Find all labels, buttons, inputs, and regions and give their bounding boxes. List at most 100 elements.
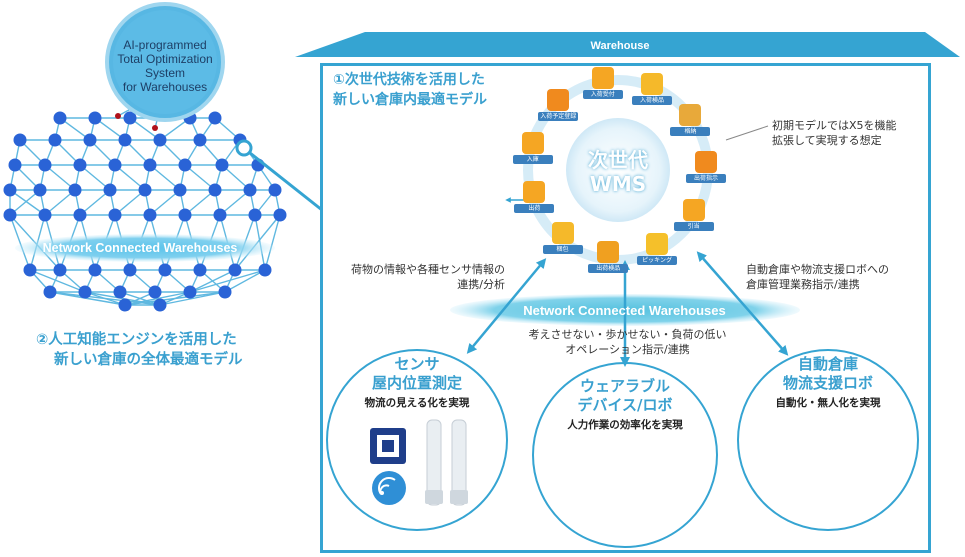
wms-title: 次世代 WMS [578,148,658,196]
network-node [53,111,67,125]
network-node [83,133,97,147]
network-node [215,158,229,172]
network-node [208,183,222,197]
network-node [78,285,92,299]
network-edge [79,189,111,216]
network-edge [189,269,236,293]
network-node [38,208,52,222]
network-node [218,285,232,299]
wms-step-icon [551,222,574,245]
model-1-line-1: ①次世代技術を活用した [333,72,485,88]
wms-step-label: ピッキング [637,255,678,265]
ai-system-label: AI-programmed Total Optimization System … [110,38,220,94]
network-edge [29,269,86,293]
network-node [108,158,122,172]
note-left-line-1: 荷物の情報や各種センサ情報の [351,263,505,276]
arrow-auto [696,251,789,356]
network-oval-left [15,234,275,262]
wms-step-icon [646,232,669,255]
wms-title-line-1: 次世代 [588,148,648,172]
note-top-right-line-2: 拡張して実現する想定 [772,134,882,147]
network-node [38,158,52,172]
network-node [118,133,132,147]
wms-step-icon [682,199,705,222]
wms-step: 出荷検品 [588,241,629,274]
wearable-title-line-1: ウェアラブル [579,377,670,395]
sensor-title-line-2: 屋内位置測定 [371,374,462,392]
wms-step-icon [694,151,717,174]
network-node [113,285,127,299]
note-left-line-2: 連携/分析 [457,278,505,291]
network-node [68,183,82,197]
sensor-title-line-1: センサ [394,355,440,373]
arrow-sensor [466,258,547,354]
wms-step: 梱包 [542,222,583,255]
network-node [23,263,37,277]
network-edge [224,269,266,293]
wms-step-label: 入庫 [512,154,553,164]
network-node [108,208,122,222]
ai-link-node [115,113,121,119]
note-right-line-1: 自動倉庫や物流支援ロボへの [746,263,889,276]
model-1-line-2: 新しい倉庫内最適モデル [333,92,487,108]
network-edge [184,164,216,191]
wms-step-icon [521,131,544,154]
network-node [193,263,207,277]
network-node [143,158,157,172]
network-node [153,298,167,312]
wms-step-label: 格納 [670,127,711,137]
wms-step-icon [547,89,570,112]
network-node [228,263,242,277]
wms-step-icon [597,241,620,264]
network-edge [44,164,76,191]
wms-step: 出荷指示 [685,151,726,184]
network-node [178,158,192,172]
note-top-right: 初期モデルではX5を機能 拡張して実現する想定 [772,118,897,148]
ai-line-4: for Warehouses [122,80,208,94]
ai-line-2: Total Optimization [117,52,213,66]
wms-step-label: 出荷検品 [588,264,629,274]
model-1-title: ①次世代技術を活用した 新しい倉庫内最適モデル [333,70,533,110]
network-node [73,158,87,172]
network-node [123,111,137,125]
network-node [173,183,187,197]
network-node [138,183,152,197]
network-label-left: Network Connected Warehouses [42,241,238,255]
wms-step: 入庫 [512,131,553,164]
wms-step-label: 入荷予定登録 [538,112,579,122]
wms-step-label: 引当 [673,222,714,232]
wms-step-icon [640,72,663,95]
network-edge [159,291,226,306]
network-edge [124,291,191,306]
network-node [13,133,27,147]
model-2-line-2: 新しい倉庫の全体最適モデル [54,352,243,368]
wms-step-label: 梱包 [542,245,583,255]
auto-title: 自動倉庫 物流支援ロボ [768,355,888,393]
note-right: 自動倉庫や物流支援ロボへの 倉庫管理業務指示/連携 [746,262,889,292]
ai-system-circle-inner [113,10,217,114]
network-node [53,263,67,277]
wms-step: 入荷受付 [582,67,623,100]
network-node [158,263,172,277]
network-node [33,183,47,197]
wms-step: 引当 [673,199,714,232]
wms-step: ピッキング [637,232,678,265]
network-edge [149,164,181,191]
connector-line [249,151,323,212]
wms-step-label: 出荷指示 [685,174,726,184]
warehouse-roof [295,32,960,57]
network-node [208,111,222,125]
wms-step-icon [523,181,546,204]
rfid-tag-icon [370,428,406,464]
network-edge [84,291,126,306]
model-2-line-1: ②人工知能エンジンを活用した [36,332,237,348]
network-node [273,208,287,222]
network-edge [219,189,251,216]
network-edge [79,164,111,191]
note-center-line-2: オペレーション指示/連携 [565,343,690,356]
sensor-subtitle: 物流の見える化を実現 [364,397,470,409]
warehouse-frame [320,63,931,553]
network-node [243,183,257,197]
auto-title-line-1: 自動倉庫 [797,355,858,373]
wms-step: 入荷予定登録 [538,89,579,122]
